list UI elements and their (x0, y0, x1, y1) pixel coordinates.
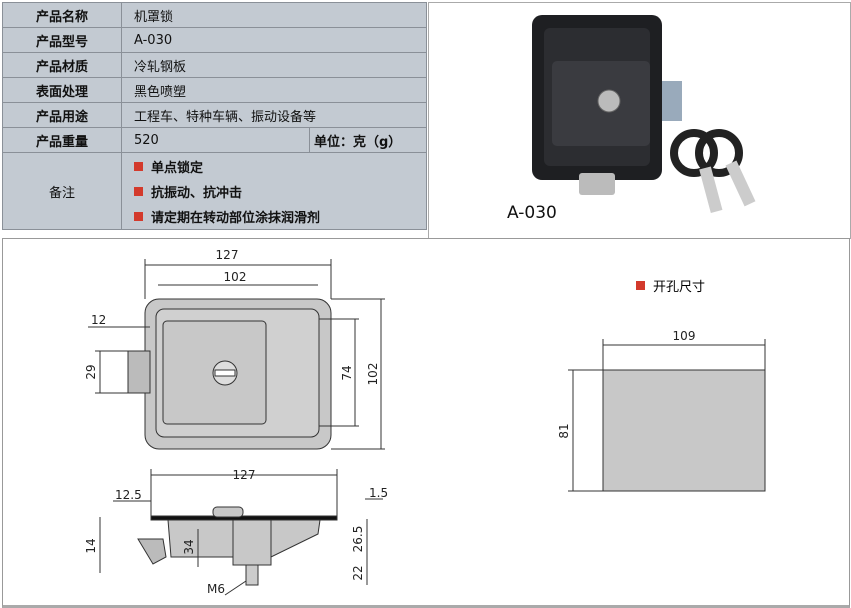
bullet-icon (134, 211, 143, 221)
dim-label: 102 (366, 363, 380, 386)
bullet-icon (636, 281, 645, 290)
model-label: A-030 (507, 203, 557, 223)
dim-label: 127 (216, 248, 239, 262)
dim-label: 102 (224, 270, 247, 284)
cutout-title: 开孔尺寸 (636, 276, 705, 295)
dim-label: 29 (84, 364, 98, 379)
product-photo: A-030 (428, 2, 851, 239)
lock-photo-icon (532, 15, 756, 214)
dim-label: 12.5 (115, 488, 142, 502)
dim-label: 1.5 (369, 486, 388, 500)
dim-label: 74 (340, 365, 354, 380)
dim-label: 12 (91, 313, 106, 327)
dim-label: 127 (233, 468, 256, 482)
note-item: 单点锁定 (134, 154, 426, 179)
bullet-icon (134, 161, 143, 171)
technical-drawing: 127 102 12 29 74 102 127 12.5 1.5 14 34 … (84, 248, 766, 596)
dim-label: 109 (673, 329, 696, 343)
note-item: 请定期在转动部位涂抹润滑剂 (134, 204, 426, 229)
dim-label: 14 (84, 538, 98, 553)
table-row: 产品材质冷轧钢板 (2, 52, 427, 78)
table-row: 产品用途工程车、特种车辆、振动设备等 (2, 102, 427, 128)
table-row: 表面处理黑色喷塑 (2, 77, 427, 103)
dim-label: 34 (182, 539, 196, 554)
dim-label: 81 (557, 423, 571, 438)
dim-label: 26.5 (351, 526, 365, 553)
dim-label: 22 (351, 565, 365, 580)
bullet-icon (134, 186, 143, 196)
dimension-drawing: 127 102 12 29 74 102 127 12.5 1.5 14 34 … (2, 238, 850, 608)
note-item: 抗振动、抗冲击 (134, 179, 426, 204)
dim-label: M6 (207, 582, 225, 596)
notes-row: 备注 单点锁定 抗振动、抗冲击 请定期在转动部位涂抹润滑剂 (2, 152, 427, 230)
table-row: 产品名称机罩锁 (2, 2, 427, 28)
